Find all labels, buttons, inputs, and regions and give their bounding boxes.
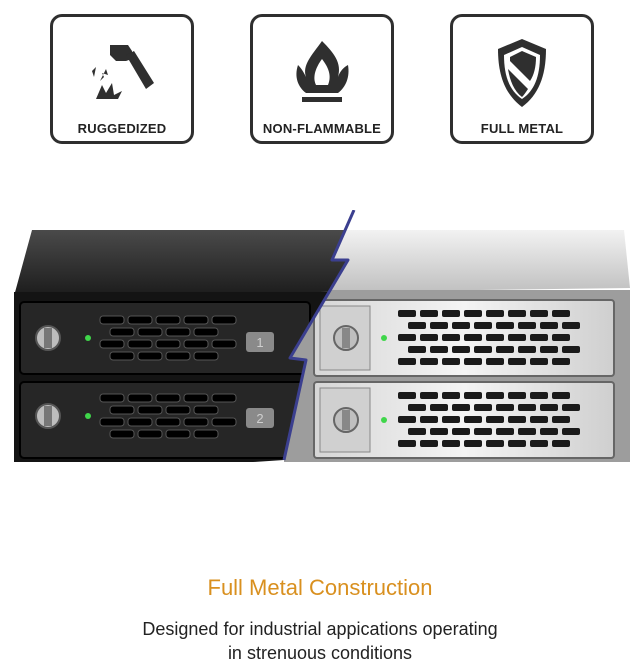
shield-icon bbox=[498, 39, 546, 107]
bay-number-1: 1 bbox=[256, 335, 263, 350]
description-line-1: Designed for industrial appications oper… bbox=[142, 619, 498, 639]
feature-label-ruggedized: RUGGEDIZED bbox=[77, 121, 167, 136]
drive-enclosure-image: 1 2 bbox=[14, 210, 630, 462]
feature-card-ruggedized: RUGGEDIZED bbox=[50, 14, 194, 144]
flame-icon bbox=[296, 41, 349, 102]
hammer-icon bbox=[92, 45, 154, 99]
feature-card-non-flammable: NON-FLAMMABLE bbox=[250, 14, 394, 144]
feature-label-non-flammable: NON-FLAMMABLE bbox=[262, 121, 382, 136]
feature-row: RUGGEDIZED NON-FLAMMABLE FULL METAL bbox=[50, 14, 596, 148]
bay-number-2: 2 bbox=[256, 411, 263, 426]
split-crack-line bbox=[282, 210, 356, 461]
description: Designed for industrial appications oper… bbox=[0, 617, 640, 665]
feature-label-full-metal: FULL METAL bbox=[480, 121, 564, 136]
headline: Full Metal Construction bbox=[207, 575, 433, 600]
description-line-2: in strenuous conditions bbox=[227, 643, 413, 663]
feature-card-full-metal: FULL METAL bbox=[450, 14, 594, 144]
